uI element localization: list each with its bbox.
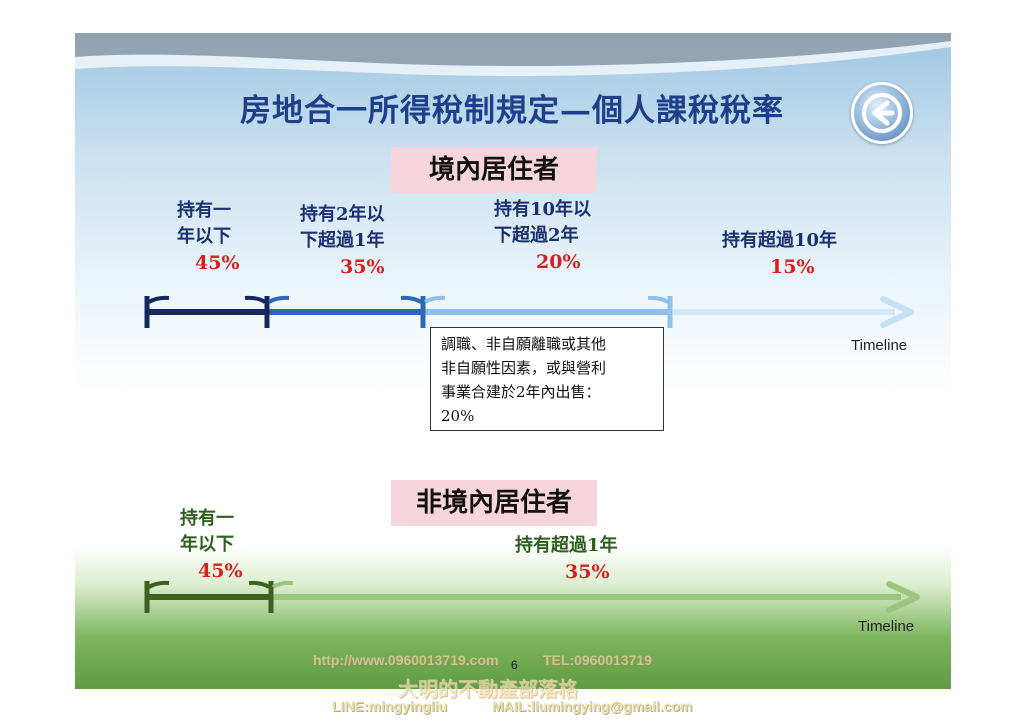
- nonresident-timeline: [144, 580, 920, 613]
- nonresident-banner: 非境內居住者: [391, 480, 597, 526]
- exception-note: 調職、非自願離職或其他 非自願性因素，或與營利 事業合建於2年內出售： 20%: [430, 327, 664, 431]
- resident-banner: 境內居住者: [391, 147, 597, 193]
- back-arrow-icon: [862, 93, 902, 133]
- resident-segment-4-label: 持有超過10年 15%: [722, 230, 838, 278]
- slide: 房地合一所得稅制規定—個人課稅稅率 境內居住者 持有一 年以下 45% 持有2年…: [75, 33, 951, 689]
- rate-value: 45%: [198, 560, 243, 582]
- nonresident-segment-2-label: 持有超過1年 35%: [515, 535, 618, 583]
- back-button[interactable]: [851, 82, 913, 144]
- nonresident-segment-1-label: 持有一 年以下 45%: [180, 508, 243, 582]
- resident-segment-3-label: 持有10年以 下超過2年 20%: [494, 199, 592, 273]
- nonresident-timeline-label: Timeline: [858, 618, 915, 635]
- resident-segment-2-label: 持有2年以 下超過1年 35%: [300, 204, 385, 278]
- resident-timeline-label: Timeline: [851, 337, 908, 354]
- page-title: 房地合一所得稅制規定—個人課稅稅率: [240, 93, 784, 129]
- rate-value: 45%: [195, 252, 240, 274]
- watermark-blog: 大明的不動產部落格: [398, 677, 578, 701]
- watermark-mail: MAIL:liumingying@gmail.com: [492, 698, 693, 714]
- resident-timeline: [144, 295, 914, 328]
- rate-value: 15%: [770, 256, 815, 278]
- page-number: 6: [511, 658, 518, 672]
- rate-value: 35%: [565, 561, 610, 583]
- rate-value: 20%: [536, 251, 581, 273]
- watermark-url: http://www.0960013719.com: [313, 652, 499, 668]
- watermark-line: LINE:mingyingliu: [332, 698, 448, 714]
- watermark-tel: TEL:0960013719: [543, 652, 652, 668]
- header-wave: [75, 33, 951, 76]
- rate-value: 35%: [340, 256, 385, 278]
- resident-segment-1-label: 持有一 年以下 45%: [177, 200, 240, 274]
